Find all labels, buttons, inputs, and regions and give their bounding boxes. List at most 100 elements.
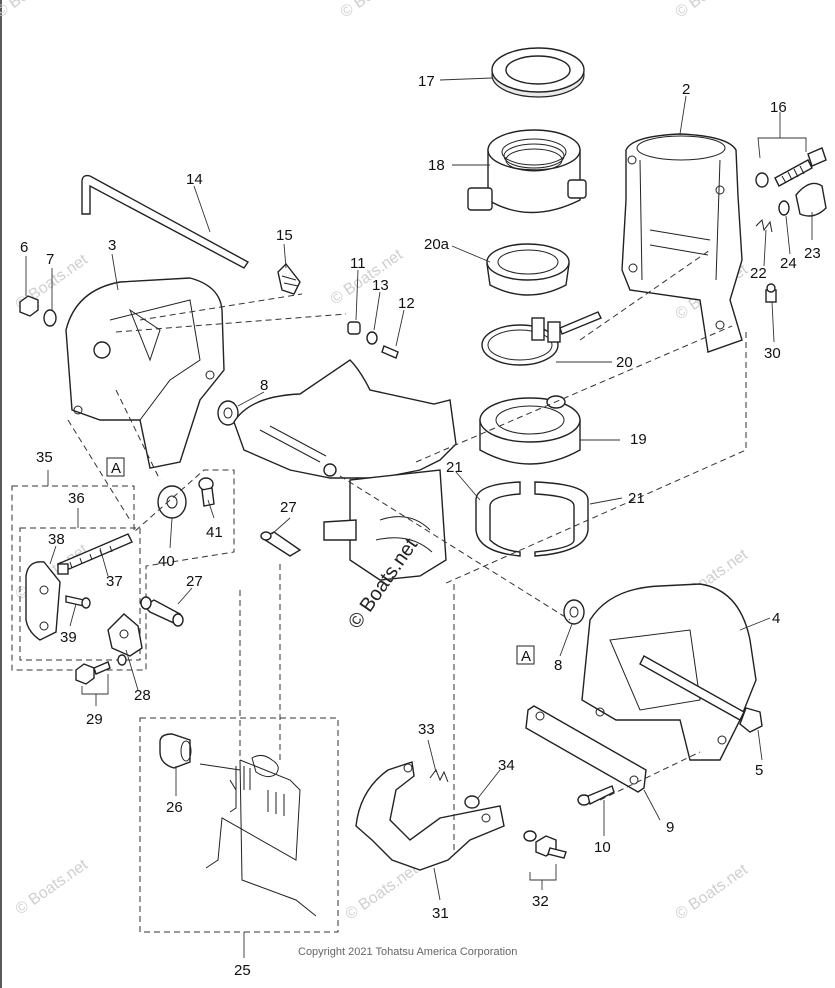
callout-21-left: 21 bbox=[446, 459, 463, 476]
callout-19: 19 bbox=[630, 431, 647, 448]
part-38-lever bbox=[25, 561, 61, 641]
ref-box-a-left: A bbox=[106, 457, 125, 477]
callout-6: 6 bbox=[20, 239, 28, 256]
part-2-swivel-case bbox=[621, 133, 743, 353]
callout-31: 31 bbox=[432, 905, 449, 922]
part-8-washer bbox=[563, 599, 585, 625]
callout-32: 32 bbox=[532, 893, 549, 910]
part-20a-bushing bbox=[486, 243, 570, 296]
part-34-bushing bbox=[464, 795, 480, 809]
part-30-grease-nipple bbox=[765, 283, 777, 303]
part-32-bolt bbox=[523, 830, 567, 859]
part-26-pin bbox=[159, 733, 192, 769]
watermark: © Boats.net bbox=[13, 856, 92, 918]
callout-25: 25 bbox=[234, 962, 251, 979]
callout-2: 2 bbox=[682, 81, 690, 98]
callout-33: 33 bbox=[418, 721, 435, 738]
callout-18: 18 bbox=[428, 157, 445, 174]
part-27-pin bbox=[260, 531, 302, 557]
part-6-nut bbox=[19, 295, 39, 317]
part-3-clamp-bracket bbox=[65, 277, 225, 469]
copyright-notice: Copyright 2021 Tohatsu America Corporati… bbox=[298, 946, 517, 958]
callout-5: 5 bbox=[755, 762, 763, 779]
watermark: © Boats.net bbox=[343, 861, 422, 923]
part-10-screw bbox=[577, 785, 615, 806]
callout-4: 4 bbox=[772, 610, 780, 627]
part-12-screw bbox=[381, 345, 399, 359]
callout-10: 10 bbox=[594, 839, 611, 856]
callout-21-right: 21 bbox=[628, 490, 645, 507]
ref-box-a-right: A bbox=[516, 645, 535, 665]
part-28-plate bbox=[107, 613, 143, 657]
callout-15: 15 bbox=[276, 227, 293, 244]
callout-40: 40 bbox=[158, 553, 175, 570]
part-40-washer bbox=[157, 485, 187, 519]
ref-box-label: A bbox=[111, 460, 121, 477]
part-19-ring bbox=[479, 395, 581, 465]
part-24-washer bbox=[778, 200, 790, 216]
part-14-rod bbox=[81, 174, 250, 269]
part-20-clamp-band bbox=[481, 311, 602, 366]
part-22-spring bbox=[755, 218, 773, 233]
part-8-washer bbox=[217, 400, 239, 426]
part-16-bolt bbox=[755, 147, 827, 188]
part-11-spring bbox=[347, 321, 361, 335]
callout-38: 38 bbox=[48, 531, 65, 548]
callout-3: 3 bbox=[108, 237, 116, 254]
callout-30: 30 bbox=[764, 345, 781, 362]
callout-11: 11 bbox=[350, 255, 366, 272]
callout-17: 17 bbox=[418, 73, 435, 90]
callout-8-upper: 8 bbox=[260, 377, 268, 394]
watermark: © Boats.net bbox=[673, 861, 752, 923]
part-18-collar bbox=[467, 129, 587, 214]
callout-26: 26 bbox=[166, 799, 183, 816]
callout-24: 24 bbox=[780, 255, 797, 272]
leader-lines bbox=[25, 77, 813, 958]
watermark: © Boats.net bbox=[0, 0, 71, 21]
callout-labels: 2 3 4 5 6 7 8 8 9 10 11 12 13 14 15 16 1… bbox=[20, 73, 821, 979]
part-27-pin bbox=[140, 596, 184, 627]
part-23-knob bbox=[795, 182, 827, 217]
watermark: © Boats.net bbox=[328, 246, 407, 308]
part-37-screw bbox=[57, 533, 133, 575]
part-21-split-ring bbox=[475, 481, 589, 557]
callout-36: 36 bbox=[68, 490, 85, 507]
callout-8-lower: 8 bbox=[554, 657, 562, 674]
callout-14: 14 bbox=[186, 171, 203, 188]
watermark: © Boats.net bbox=[338, 0, 417, 21]
callout-23: 23 bbox=[804, 245, 821, 262]
part-9-plate bbox=[525, 705, 647, 793]
reference-lines bbox=[67, 249, 747, 850]
part-15-spring bbox=[277, 262, 301, 295]
callout-29: 29 bbox=[86, 711, 103, 728]
part-41-screw bbox=[198, 477, 215, 507]
callout-37: 37 bbox=[106, 573, 123, 590]
callout-27-upper: 27 bbox=[280, 499, 297, 516]
part-7-washer bbox=[43, 309, 57, 327]
callout-39: 39 bbox=[60, 629, 77, 646]
part-39-bolt bbox=[65, 595, 91, 609]
part-13-washer bbox=[366, 331, 378, 345]
callout-20a: 20a bbox=[424, 236, 450, 253]
callout-34: 34 bbox=[498, 757, 515, 774]
callout-7: 7 bbox=[46, 251, 54, 268]
callout-16: 16 bbox=[770, 99, 787, 116]
callout-13: 13 bbox=[372, 277, 389, 294]
part-25-spring-wire bbox=[199, 754, 317, 917]
callout-20: 20 bbox=[616, 354, 633, 371]
watermark: © Boats.net bbox=[673, 0, 752, 21]
callout-41: 41 bbox=[206, 524, 223, 541]
callout-27-lower: 27 bbox=[186, 573, 203, 590]
part-5-bolt bbox=[639, 655, 763, 733]
ref-box-label: A bbox=[521, 648, 531, 665]
group-25-box bbox=[139, 717, 339, 933]
part-31-bracket bbox=[355, 761, 505, 871]
part-17-ring bbox=[491, 47, 585, 98]
callout-35: 35 bbox=[36, 449, 53, 466]
callout-28: 28 bbox=[134, 687, 151, 704]
callout-12: 12 bbox=[398, 295, 415, 312]
part-29-bolt bbox=[75, 654, 127, 685]
callout-22: 22 bbox=[750, 265, 767, 282]
callout-9: 9 bbox=[666, 819, 674, 836]
